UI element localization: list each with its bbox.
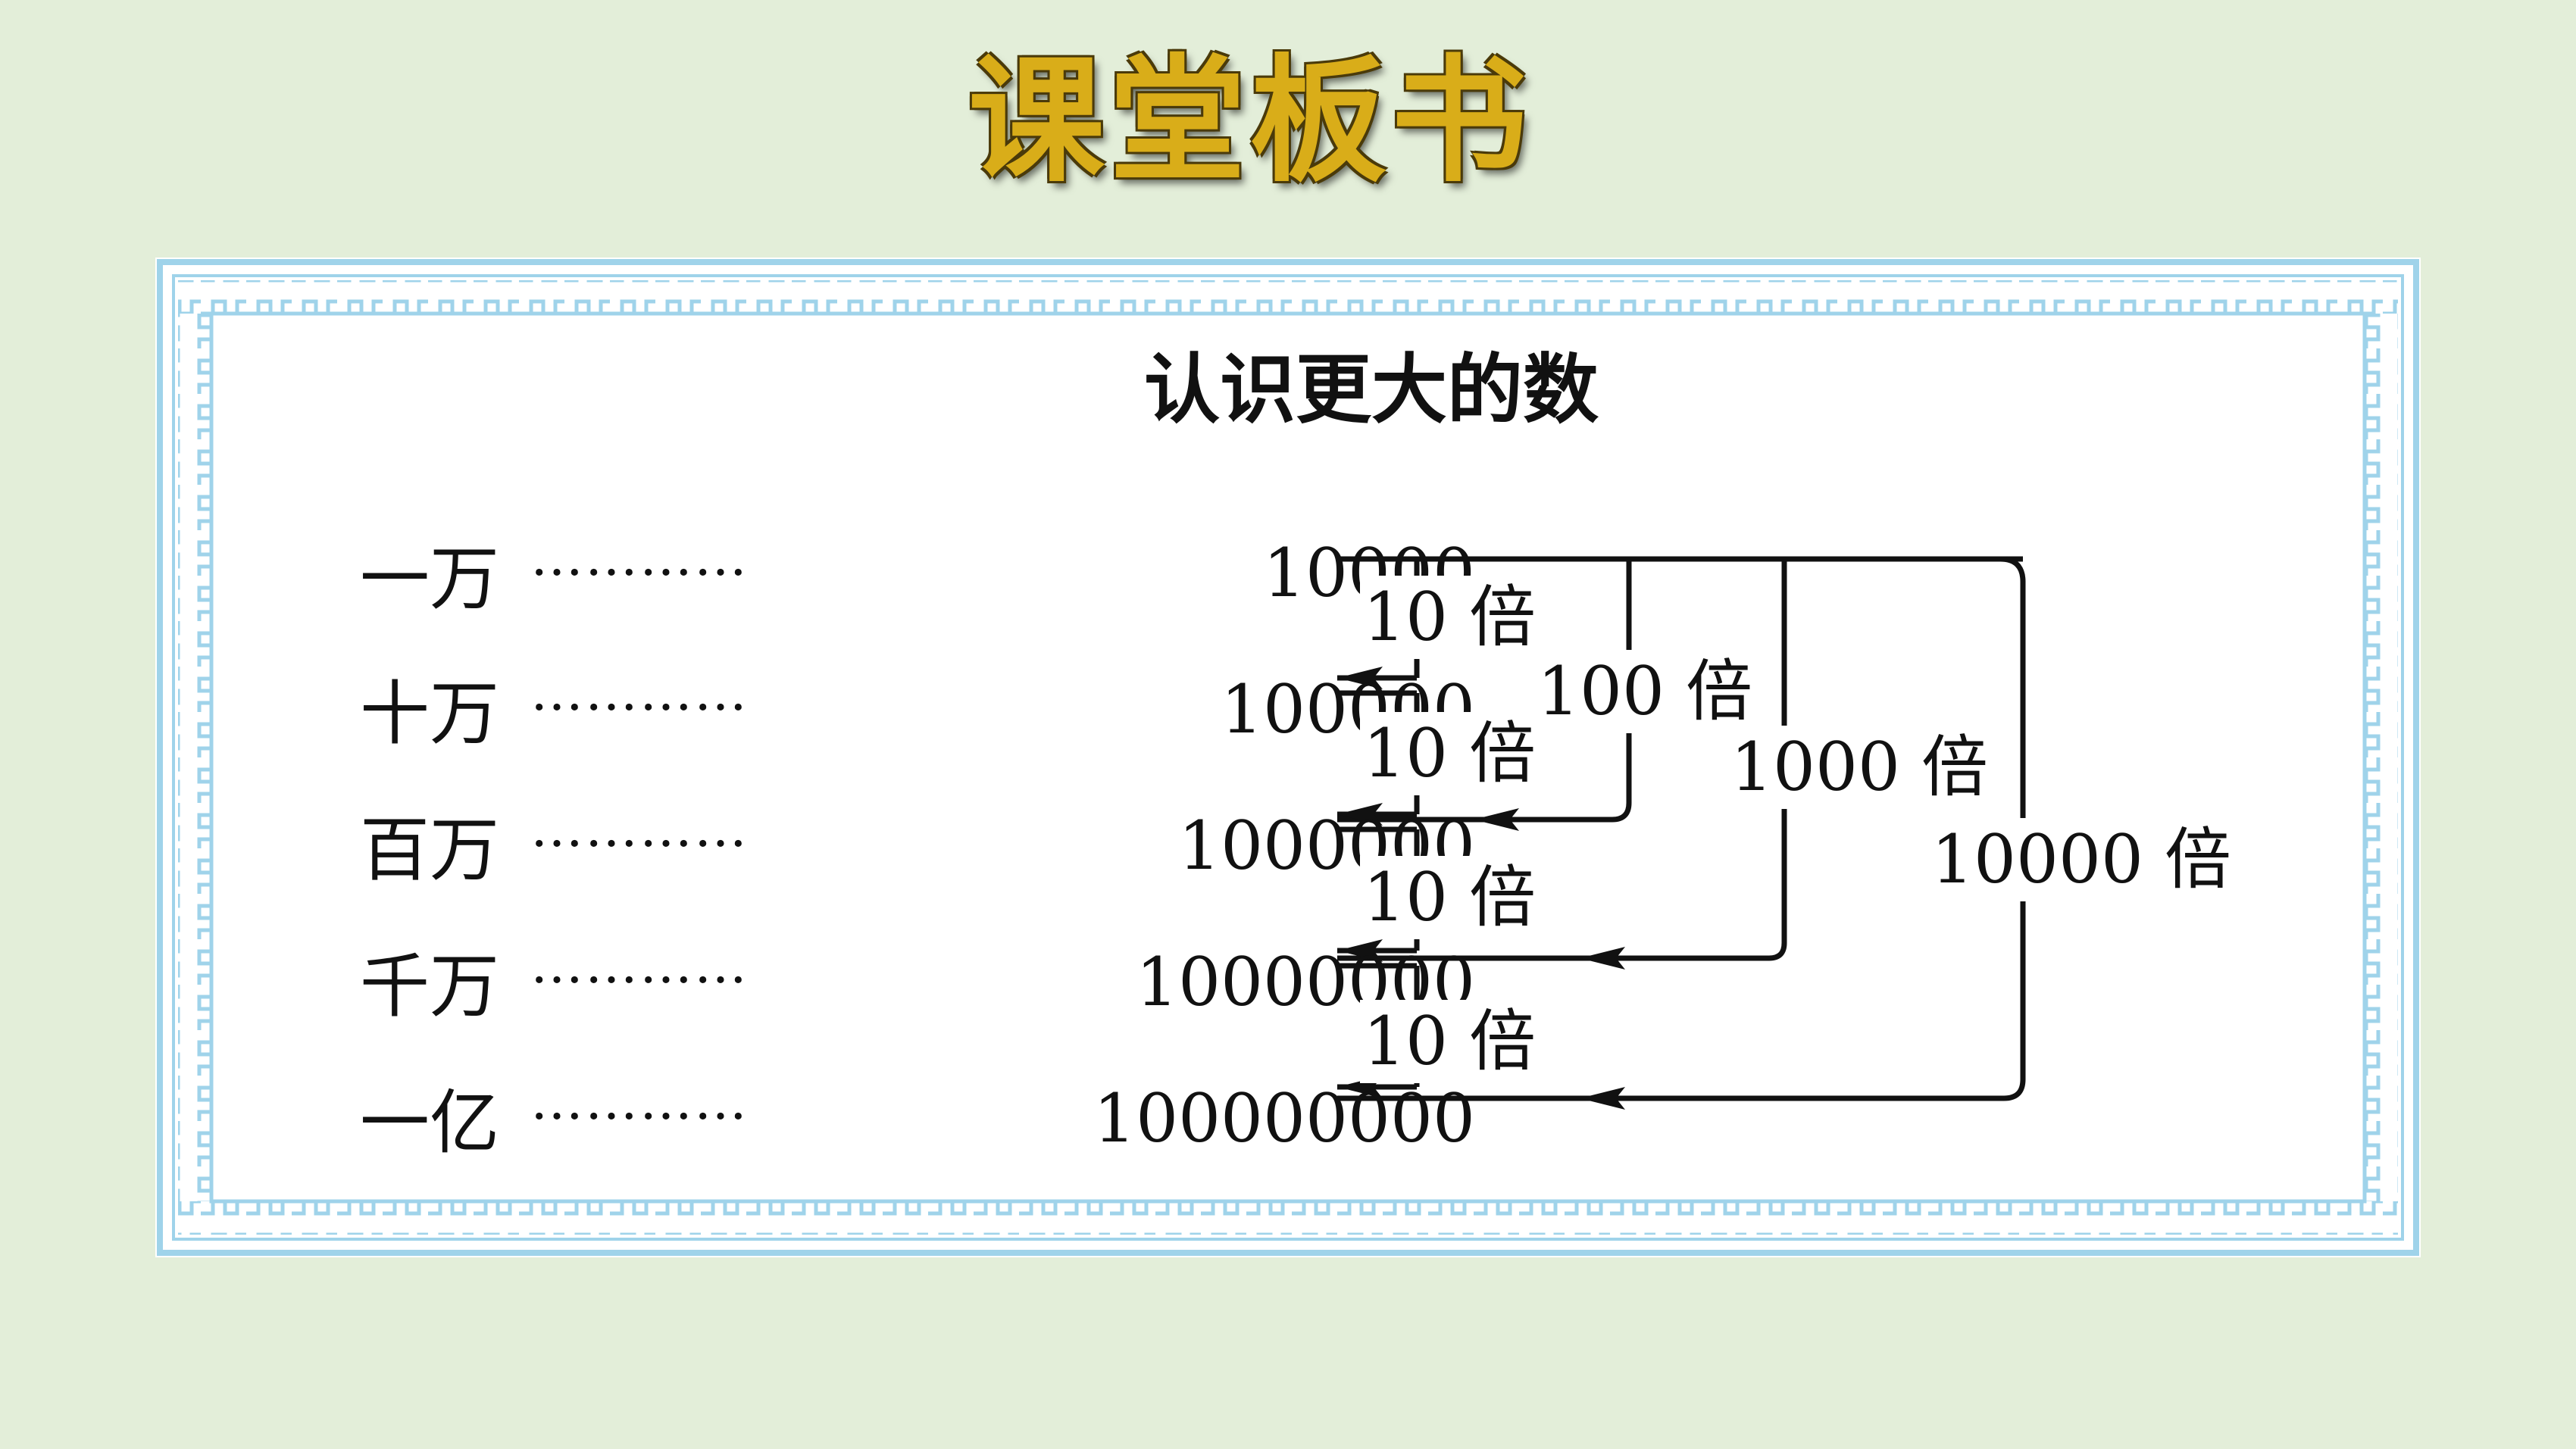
unit-label: 十万 [360,673,500,754]
arrowhead [1337,667,1383,689]
slide-title: 课堂板书 [968,41,1532,201]
multiplier-label: 10 倍 [1360,576,1539,659]
blackboard-panel: 认识更大的数 一万 十万 百万 千万 一亿 ………… ………… ………… ………… [155,258,2421,1257]
dot-leader: ………… [530,526,749,588]
multiplier-label: 100 倍 [1534,650,1755,733]
multiplier-label: 1000 倍 [1727,726,1991,809]
multiplier-label: 10 倍 [1360,1000,1539,1083]
fret-border [157,259,2419,1256]
multiplier-label: 10000 倍 [1928,818,2234,901]
multiplier-label: 10 倍 [1360,712,1539,795]
unit-label: 一亿 [360,1082,500,1163]
unit-label: 千万 [360,946,500,1027]
ten-thousand-bracket [1337,556,2026,1101]
dot-leader: ………… [530,797,749,859]
arrowhead [1337,803,1383,826]
arrowheads [1337,667,1625,1110]
board-heading: 认识更大的数 [1144,345,1599,434]
dot-leader: ………… [530,1070,749,1132]
multiplier-label: 10 倍 [1360,856,1539,939]
number-value: 100000000 [1093,1079,1475,1157]
dot-leader: ………… [530,933,749,995]
thousand-bracket [1337,559,1787,961]
arrowhead [1474,808,1519,831]
dot-leader: ………… [530,660,749,723]
arrowhead [1337,939,1383,962]
arrowhead [1580,947,1625,970]
hundred-bracket [1337,559,1632,823]
unit-label: 百万 [360,810,500,891]
unit-label: 一万 [360,539,500,620]
arrowhead [1580,1087,1625,1110]
